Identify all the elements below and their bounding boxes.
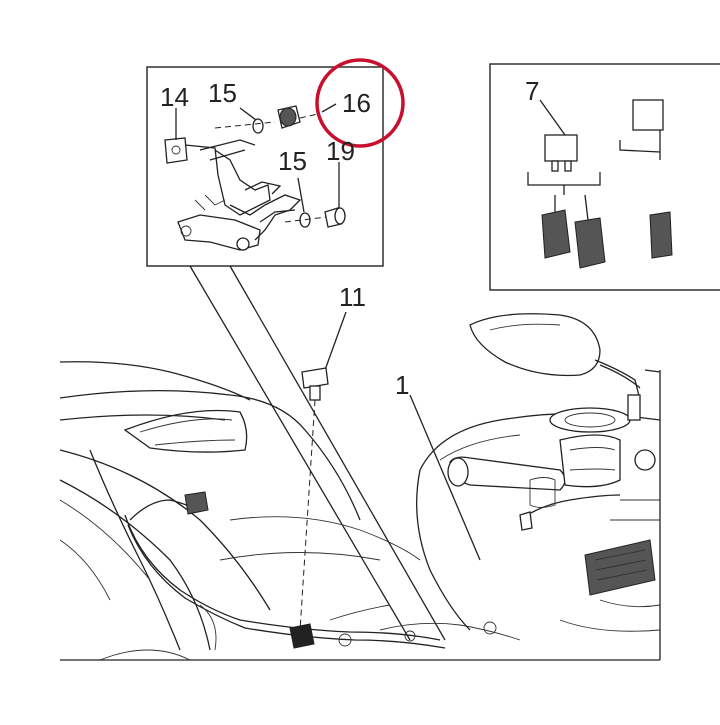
detail-box-bracket: [146, 66, 384, 267]
motorcycle-body: [59, 313, 661, 661]
callout-15-bottom: 15: [278, 146, 307, 176]
callout-leader-1: [409, 394, 481, 561]
fuse-connectors: [541, 194, 606, 269]
callout-7: 7: [525, 76, 540, 106]
spacer-16: [277, 105, 319, 129]
callout-15-top: 15: [208, 78, 237, 108]
screw-15-top: [214, 118, 276, 134]
fuse-second: [619, 99, 673, 259]
detail-box-fuses: [489, 63, 720, 291]
red-circle-highlight: [315, 58, 405, 148]
callout-14: 14: [160, 82, 189, 112]
screw-11: [299, 311, 347, 631]
callout-19: 19: [326, 136, 355, 166]
callout-1: 1: [395, 370, 410, 400]
screw-19: [324, 207, 346, 228]
callout-11: 11: [339, 282, 366, 312]
mirror-icon: [469, 313, 601, 377]
callout-leaders-detail: [175, 103, 340, 213]
bracket-assembly: [164, 137, 302, 251]
fuse-7: [527, 99, 601, 195]
callout-16: 16: [342, 88, 371, 118]
detail-leader-lines: [189, 265, 446, 641]
